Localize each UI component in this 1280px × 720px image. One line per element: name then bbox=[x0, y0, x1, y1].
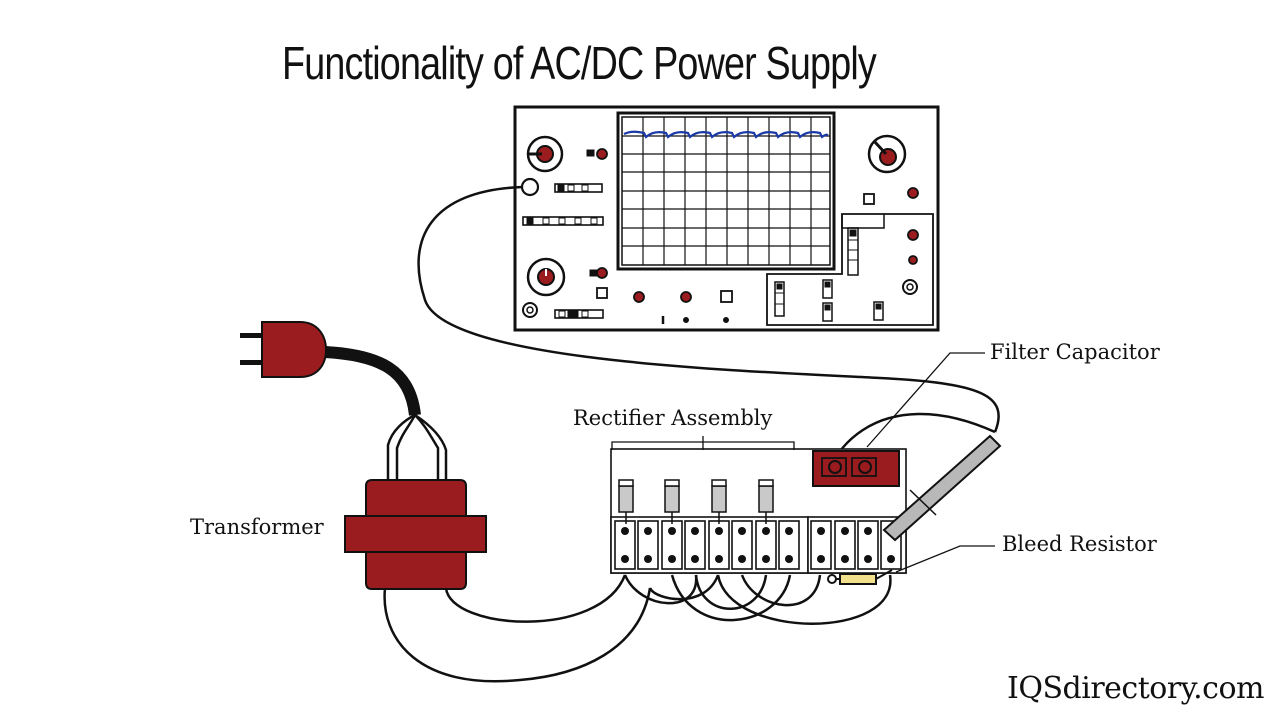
label-rectifier-assembly: Rectifier Assembly bbox=[573, 406, 773, 430]
iqsdirectory-watermark: IQSdirectory.com bbox=[1007, 671, 1264, 706]
transformer bbox=[344, 479, 487, 590]
ripple-waveform bbox=[623, 130, 829, 139]
oscilloscope bbox=[513, 105, 940, 332]
diagram-title: Functionality of AC/DC Power Supply bbox=[282, 37, 877, 89]
filter-capacitor bbox=[812, 450, 900, 487]
label-transformer: Transformer bbox=[190, 515, 324, 539]
bleed-resistor bbox=[827, 569, 893, 585]
rectifier-diodes bbox=[618, 479, 774, 524]
probe bbox=[882, 434, 1002, 542]
label-filter-capacitor: Filter Capacitor bbox=[990, 340, 1160, 364]
power-plug bbox=[240, 321, 328, 378]
label-bleed-resistor: Bleed Resistor bbox=[1002, 532, 1157, 556]
leader-lines bbox=[611, 352, 995, 573]
